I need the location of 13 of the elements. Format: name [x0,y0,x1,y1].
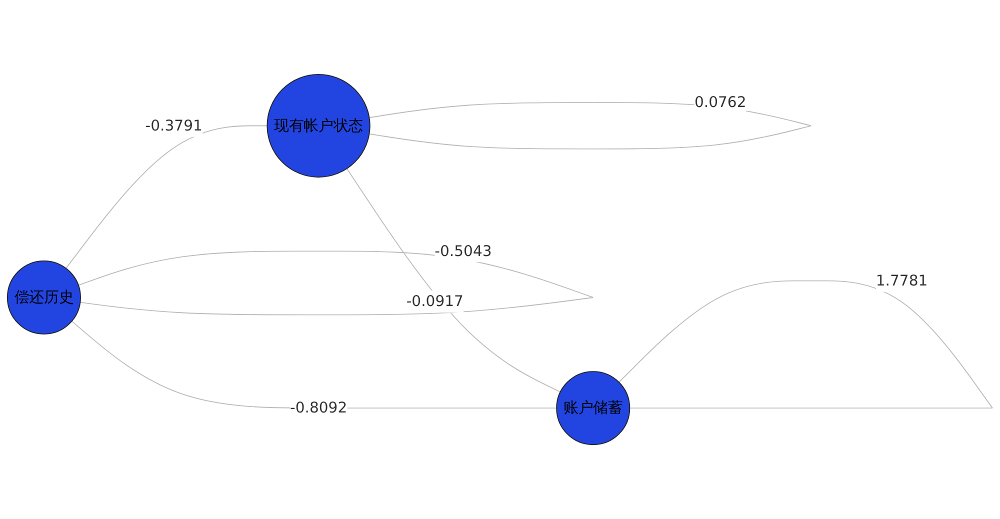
edge-label: 0.0762 [694,93,746,111]
node-circle: 现有帐户状态 [266,74,370,178]
connector [346,168,561,392]
connector [66,125,268,269]
connector [71,320,558,409]
node-circle: 账户储蓄 [556,371,630,446]
edge-label: -0.3791 [145,116,202,134]
edge-label: -0.0917 [406,292,464,310]
node-circle: 偿还历史 [6,260,81,334]
edge-label: 1.7781 [876,272,928,290]
edge-label: -0.5043 [434,242,492,260]
edge-label: -0.8092 [290,398,348,416]
connector [618,280,993,409]
